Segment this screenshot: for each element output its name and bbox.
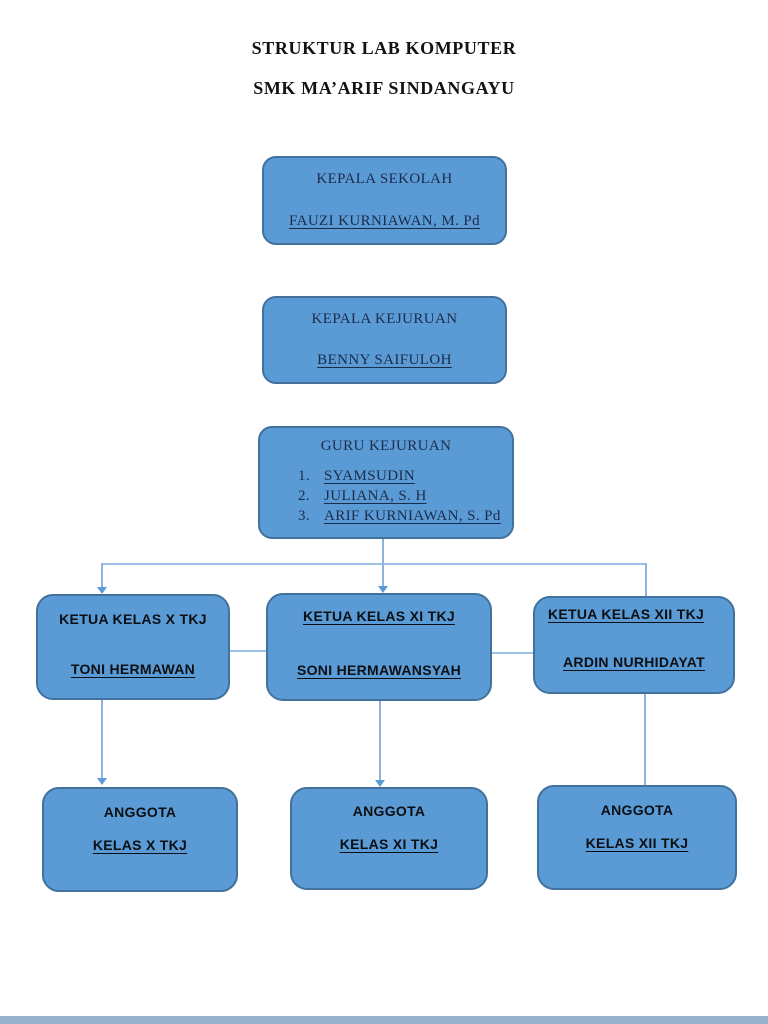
anggota-xi-role: ANGGOTA [352,803,426,819]
box-ketua-kelas-xi: KETUA KELAS XI TKJ SONI HERMAWANSYAH [266,593,492,701]
kepala-sekolah-role: KEPALA SEKOLAH [316,171,453,187]
title-line-1: STRUKTUR LAB KOMPUTER [251,38,517,58]
box-anggota-kelas-xi: ANGGOTA KELAS XI TKJ [290,787,488,890]
box-ketua-kelas-x: KETUA KELAS X TKJ TONI HERMAWAN [36,594,230,700]
box-guru-kejuruan: GURU KEJURUAN 1. SYAMSUDIN 2. JULIANA, S… [258,426,514,539]
guru-member-name: JULIANA, S. H [324,488,427,504]
document-title: STRUKTUR LAB KOMPUTER SMK MA’ARIF SINDAN… [0,38,768,98]
ketua-x-name: TONI HERMAWAN [70,661,196,677]
anggota-xii-name: KELAS XII TKJ [585,835,689,851]
anggota-xi-name: KELAS XI TKJ [339,836,439,852]
box-ketua-kelas-xii: KETUA KELAS XII TKJ ARDIN NURHIDAYAT [533,596,735,694]
list-item-number: 1. [298,468,311,484]
box-kepala-sekolah: KEPALA SEKOLAH FAUZI KURNIAWAN, M. Pd [262,156,507,245]
list-item: 3. ARIF KURNIAWAN, S. Pd [298,506,506,526]
kepala-sekolah-name: FAUZI KURNIAWAN, M. Pd [288,213,481,229]
kepala-kejuruan-role: KEPALA KEJURUAN [311,311,458,327]
page-edge-bar [0,1016,768,1024]
list-item: 2. JULIANA, S. H [298,486,506,506]
connector-branch-rail [101,563,647,565]
connector-drop-left [101,563,103,588]
connector-ketua-xi-anggota [379,701,381,781]
ketua-xi-name: SONI HERMAWANSYAH [296,662,462,678]
arrowhead-icon [375,780,385,787]
connector-ketua-xii-anggota [644,694,646,785]
guru-kejuruan-member-list: 1. SYAMSUDIN 2. JULIANA, S. H 3. ARIF KU… [266,466,506,526]
list-item-number: 2. [298,488,311,504]
connector-drop-middle [382,563,384,587]
box-anggota-kelas-xii: ANGGOTA KELAS XII TKJ [537,785,737,890]
list-item-number: 3. [298,508,311,524]
anggota-x-name: KELAS X TKJ [92,837,188,853]
connector-ketua-xi-xii [492,652,533,654]
title-line-2: SMK MA’ARIF SINDANGAYU [253,78,515,98]
arrowhead-icon [378,586,388,593]
ketua-xii-role: KETUA KELAS XII TKJ [548,606,705,622]
anggota-xii-role: ANGGOTA [600,802,674,818]
ketua-xii-name: ARDIN NURHIDAYAT [563,654,705,670]
anggota-x-role: ANGGOTA [103,804,177,820]
arrowhead-icon [97,587,107,594]
connector-drop-right [645,563,647,596]
guru-kejuruan-role: GURU KEJURUAN [320,438,452,454]
arrowhead-icon [97,778,107,785]
box-anggota-kelas-x: ANGGOTA KELAS X TKJ [42,787,238,892]
kepala-kejuruan-name: BENNY SAIFULOH [317,352,452,368]
guru-member-name: ARIF KURNIAWAN, S. Pd [324,508,501,524]
ketua-x-role: KETUA KELAS X TKJ [59,611,207,627]
connector-guru-stub [382,539,384,563]
ketua-xi-role: KETUA KELAS XI TKJ [303,608,455,624]
connector-ketua-x-anggota [101,700,103,778]
guru-member-name: SYAMSUDIN [324,468,416,484]
connector-ketua-x-xi [230,650,266,652]
box-kepala-kejuruan: KEPALA KEJURUAN BENNY SAIFULOH [262,296,507,384]
list-item: 1. SYAMSUDIN [298,466,506,486]
